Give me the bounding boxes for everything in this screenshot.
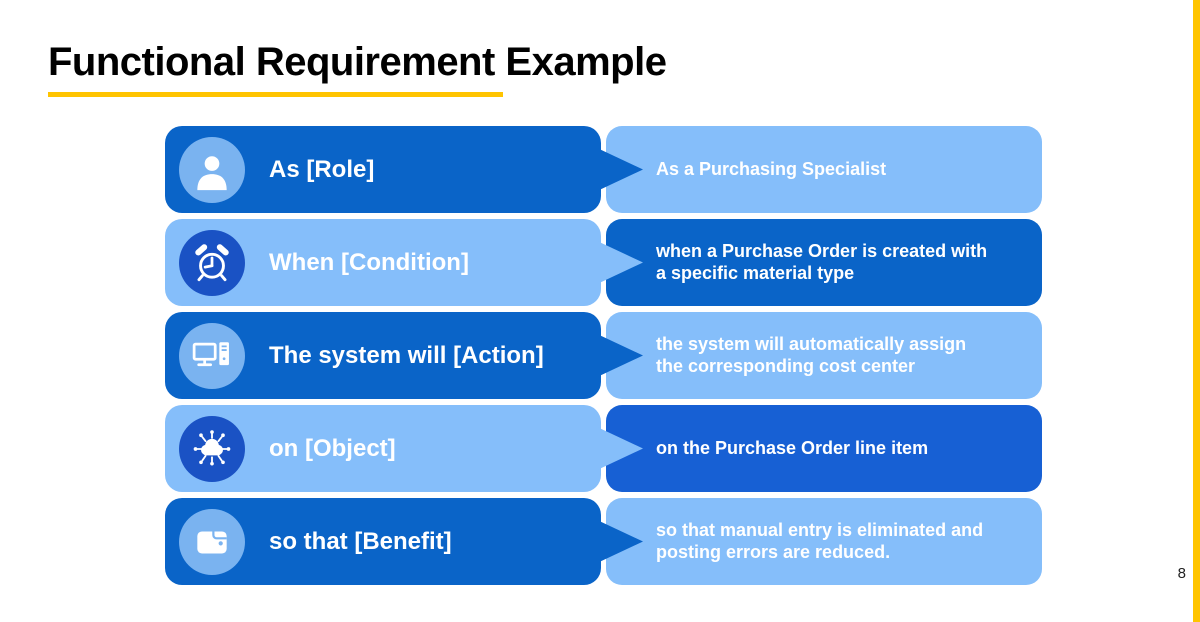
template-pill-action: The system will [Action] [165, 312, 601, 399]
title-underline [48, 92, 503, 97]
alarm-clock-icon [195, 243, 229, 281]
example-box: on the Purchase Order line item [606, 405, 1042, 492]
template-label: When [Condition] [269, 248, 469, 276]
example-box: As a Purchasing Specialist [606, 126, 1042, 213]
template-pill-benefit: so that [Benefit] [165, 498, 601, 585]
template-label: on [Object] [269, 434, 396, 462]
example-box: so that manual entry is eliminated and p… [606, 498, 1042, 585]
gold-edge-bar [1193, 0, 1200, 622]
icon-circle [179, 415, 245, 482]
icon-circle [179, 229, 245, 296]
template-pill-condition: When [Condition] [165, 219, 601, 306]
requirement-row-object: on [Object] on the Purchase Order line i… [165, 405, 1045, 492]
wallet-icon [197, 530, 227, 553]
example-box: when a Purchase Order is created with a … [606, 219, 1042, 306]
icon-circle [179, 136, 245, 203]
requirement-row-action: The system will [Action] the system will… [165, 312, 1045, 399]
example-text: the system will automatically assign the… [656, 333, 967, 376]
cloud-network-icon [193, 429, 231, 465]
example-text: As a Purchasing Specialist [656, 158, 887, 179]
template-label: so that [Benefit] [269, 527, 452, 555]
icon-circle [179, 508, 245, 575]
template-label: The system will [Action] [269, 341, 544, 369]
example-text: so that manual entry is eliminated and p… [656, 519, 984, 562]
user-icon [197, 155, 227, 190]
template-label: As [Role] [269, 155, 375, 183]
template-pill-role: As [Role] [165, 126, 601, 213]
icon-circle [179, 322, 245, 389]
template-pill-object: on [Object] [165, 405, 601, 492]
page-number: 8 [1177, 565, 1186, 582]
requirement-row-role: As [Role] As a Purchasing Specialist [165, 126, 1045, 213]
example-text: when a Purchase Order is created with a … [656, 240, 988, 283]
slide-title: Functional Requirement Example [48, 40, 667, 84]
requirement-diagram: As [Role] As a Purchasing Specialist Whe… [165, 126, 1045, 591]
example-text: on the Purchase Order line item [656, 437, 929, 458]
example-box: the system will automatically assign the… [606, 312, 1042, 399]
requirement-row-condition: When [Condition] when a Purchase Order i… [165, 219, 1045, 306]
requirement-row-benefit: so that [Benefit] so that manual entry i… [165, 498, 1045, 585]
computer-icon [192, 341, 229, 366]
